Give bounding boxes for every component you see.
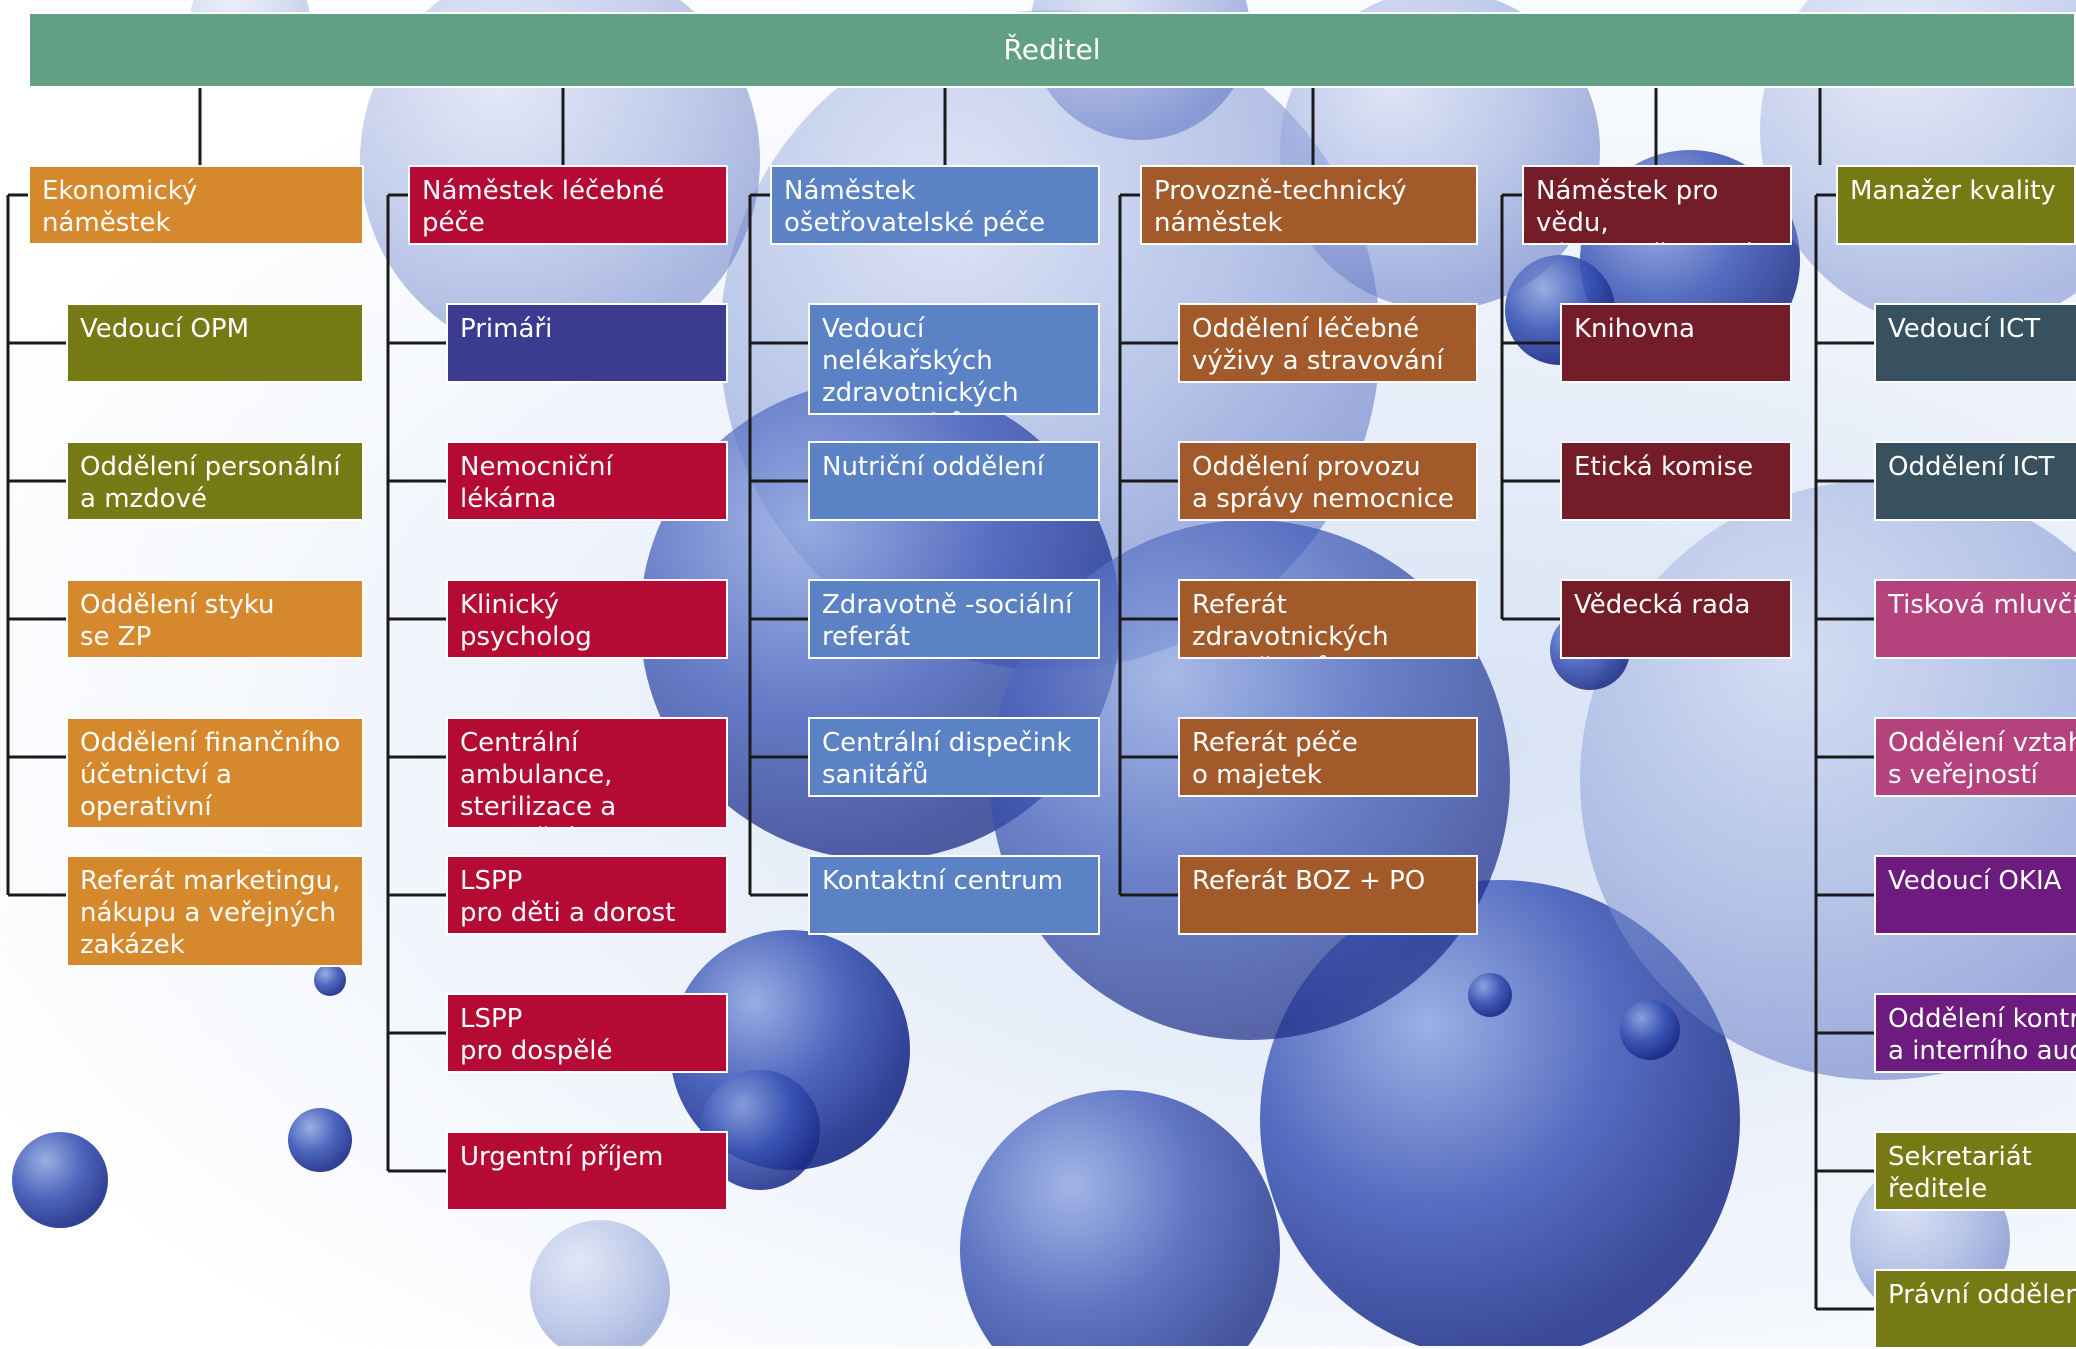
division-head-box[interactable]: Ekonomický náměstek (28, 165, 364, 245)
unit-box[interactable]: Vedoucí OPM (66, 303, 364, 383)
unit-box[interactable]: Centrální dispečink sanitářů (808, 717, 1100, 797)
unit-box[interactable]: Vedoucí ICT (1874, 303, 2076, 383)
director-box[interactable]: Ředitel (28, 12, 2076, 88)
unit-box[interactable]: Knihovna (1560, 303, 1792, 383)
unit-box[interactable]: Nutriční oddělení (808, 441, 1100, 521)
unit-box[interactable]: Urgentní příjem (446, 1131, 728, 1211)
unit-box[interactable]: Oddělení kontroly a interního auditu (1874, 993, 2076, 1073)
unit-box[interactable]: Vedoucí nelékařských zdravotnických prac… (808, 303, 1100, 415)
unit-box[interactable]: LSPP pro děti a dorost (446, 855, 728, 935)
unit-box[interactable]: Centrální ambulance, sterilizace a opera… (446, 717, 728, 829)
unit-box[interactable]: Zdravotně -sociální referát (808, 579, 1100, 659)
bubble (1468, 973, 1512, 1017)
unit-box[interactable]: Referát marketingu, nákupu a veřejných z… (66, 855, 364, 967)
division-head-box[interactable]: Náměstek ošetřovatelské péče (770, 165, 1100, 245)
bubble (12, 1132, 108, 1228)
unit-box[interactable]: Klinický psycholog (446, 579, 728, 659)
unit-box[interactable]: Referát péče o majetek (1178, 717, 1478, 797)
unit-box[interactable]: Kontaktní centrum (808, 855, 1100, 935)
bubble (1620, 1000, 1680, 1060)
unit-box[interactable]: Oddělení provozu a správy nemocnice (1178, 441, 1478, 521)
bubble (530, 1220, 670, 1346)
unit-box[interactable]: Právní oddělení (1874, 1269, 2076, 1349)
unit-box[interactable]: Tisková mluvčí (1874, 579, 2076, 659)
bubble (960, 1090, 1280, 1346)
unit-box[interactable]: Nemocniční lékárna (446, 441, 728, 521)
unit-box[interactable]: Oddělení ICT (1874, 441, 2076, 521)
unit-box[interactable]: Primáři (446, 303, 728, 383)
unit-box[interactable]: Vedoucí OKIA (1874, 855, 2076, 935)
bubble (700, 1070, 820, 1190)
division-head-box[interactable]: Provozně-technický náměstek (1140, 165, 1478, 245)
unit-box[interactable]: Oddělení vztahů s veřejností (1874, 717, 2076, 797)
unit-box[interactable]: Etická komise (1560, 441, 1792, 521)
unit-box[interactable]: Sekretariát ředitele (1874, 1131, 2076, 1211)
unit-box[interactable]: Oddělení finančního účetnictví a operati… (66, 717, 364, 829)
division-head-box[interactable]: Náměstek pro vědu, výzkum, školství (1522, 165, 1792, 245)
unit-box[interactable]: Oddělení styku se ZP (66, 579, 364, 659)
unit-box[interactable]: Vědecká rada (1560, 579, 1792, 659)
division-head-box[interactable]: Náměstek léčebné péče (408, 165, 728, 245)
unit-box[interactable]: Oddělení léčebné výživy a stravování (1178, 303, 1478, 383)
unit-box[interactable]: Referát zdravotnických prostředků (1178, 579, 1478, 659)
unit-box[interactable]: LSPP pro dospělé (446, 993, 728, 1073)
division-head-box[interactable]: Manažer kvality (1836, 165, 2076, 245)
unit-box[interactable]: Oddělení personální a mzdové (66, 441, 364, 521)
bubble (288, 1108, 352, 1172)
unit-box[interactable]: Referát BOZ + PO (1178, 855, 1478, 935)
bubble (314, 964, 346, 996)
